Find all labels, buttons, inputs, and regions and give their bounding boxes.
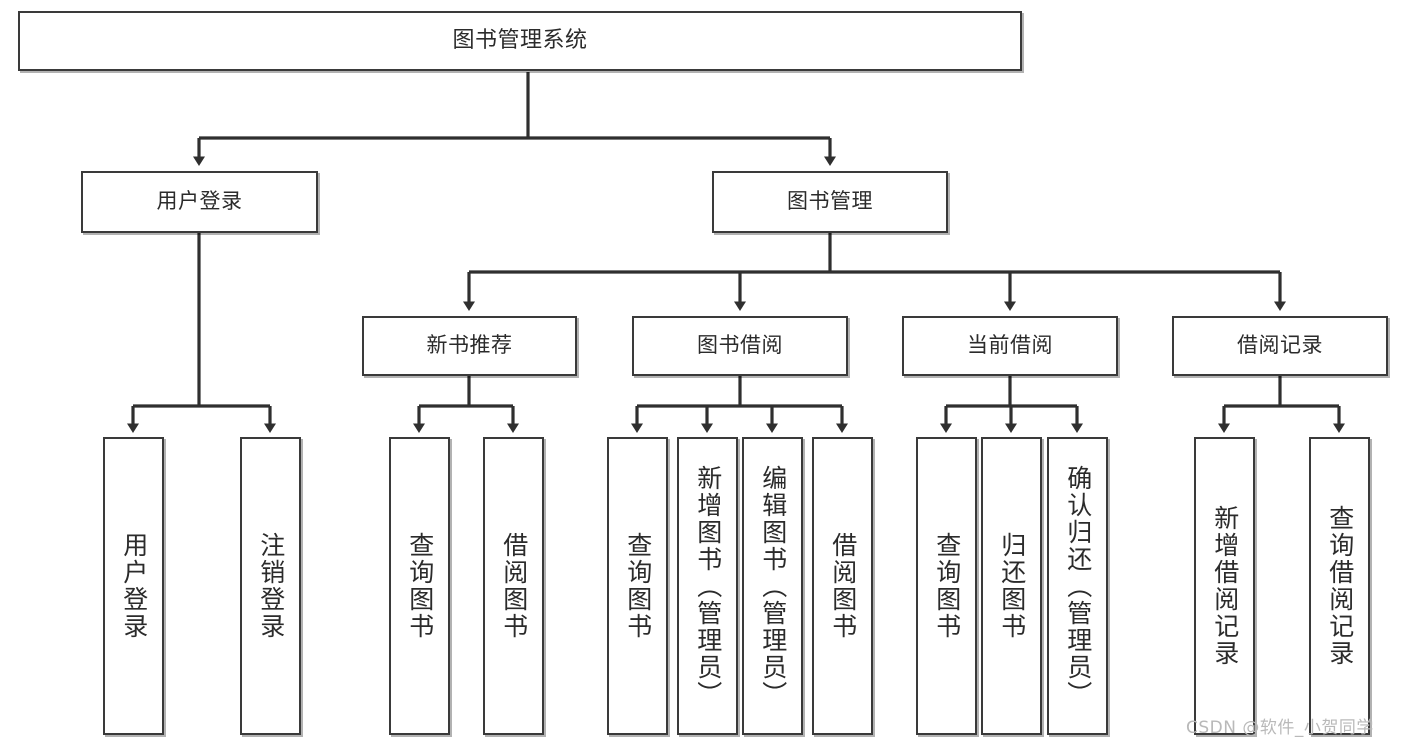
leaf-confirm-return-admin-label: 确认归还（管理员） [1063, 464, 1093, 708]
node-borrow-record-label: 借阅记录 [1237, 333, 1323, 358]
node-root[interactable]: 图书管理系统 [18, 11, 1022, 71]
leaf-return-book[interactable]: 归还图书 [981, 437, 1042, 735]
node-user-login[interactable]: 用户登录 [81, 171, 318, 233]
leaf-add-borrow-record-label: 新增借阅记录 [1210, 505, 1240, 667]
node-book-manage-label: 图书管理 [787, 189, 873, 214]
leaf-query-book-3-label: 查询图书 [932, 532, 962, 640]
leaf-query-borrow-record-label: 查询借阅记录 [1325, 505, 1355, 667]
leaf-query-book-3[interactable]: 查询图书 [916, 437, 977, 735]
leaf-add-book-admin[interactable]: 新增图书（管理员） [677, 437, 738, 735]
leaf-query-borrow-record[interactable]: 查询借阅记录 [1309, 437, 1370, 735]
leaf-logout-login[interactable]: 注销登录 [240, 437, 301, 735]
leaf-query-book-2-label: 查询图书 [623, 532, 653, 640]
leaf-confirm-return-admin[interactable]: 确认归还（管理员） [1047, 437, 1108, 735]
node-book-borrow[interactable]: 图书借阅 [632, 316, 848, 376]
node-borrow-record[interactable]: 借阅记录 [1172, 316, 1388, 376]
node-root-label: 图书管理系统 [452, 27, 588, 53]
node-current-borrow-label: 当前借阅 [967, 333, 1053, 358]
leaf-edit-book-admin[interactable]: 编辑图书（管理员） [742, 437, 803, 735]
leaf-user-login-label: 用户登录 [119, 532, 149, 640]
watermark: CSDN @软件_小贺同学 [1186, 718, 1374, 738]
node-current-borrow[interactable]: 当前借阅 [902, 316, 1118, 376]
leaf-add-book-admin-label: 新增图书（管理员） [693, 464, 723, 708]
node-book-borrow-label: 图书借阅 [697, 333, 783, 358]
leaf-borrow-book-2[interactable]: 借阅图书 [812, 437, 873, 735]
leaf-add-borrow-record[interactable]: 新增借阅记录 [1194, 437, 1255, 735]
leaf-user-login[interactable]: 用户登录 [103, 437, 164, 735]
node-new-book-recommend-label: 新书推荐 [426, 333, 513, 358]
leaf-edit-book-admin-label: 编辑图书（管理员） [758, 464, 788, 708]
leaf-logout-login-label: 注销登录 [256, 532, 286, 640]
node-user-login-label: 用户登录 [156, 189, 243, 214]
node-new-book-recommend[interactable]: 新书推荐 [362, 316, 577, 376]
leaf-query-book-1[interactable]: 查询图书 [389, 437, 450, 735]
leaf-borrow-book-2-label: 借阅图书 [828, 532, 858, 640]
leaf-borrow-book-1-label: 借阅图书 [499, 532, 529, 640]
leaf-borrow-book-1[interactable]: 借阅图书 [483, 437, 544, 735]
leaf-query-book-2[interactable]: 查询图书 [607, 437, 668, 735]
leaf-return-book-label: 归还图书 [997, 532, 1027, 640]
node-book-manage[interactable]: 图书管理 [712, 171, 948, 233]
leaf-query-book-1-label: 查询图书 [405, 532, 435, 640]
